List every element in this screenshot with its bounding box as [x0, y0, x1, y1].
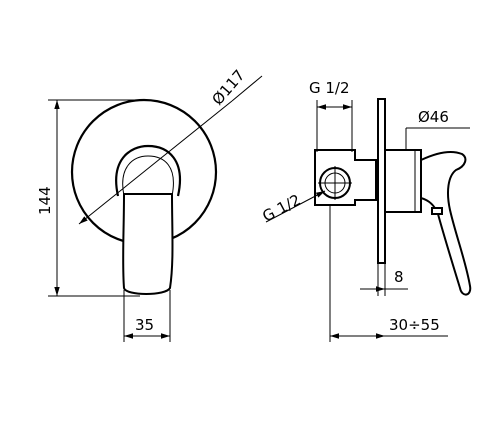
dim-g12-side-line — [265, 190, 326, 223]
dim-dia117-ext — [231, 75, 263, 102]
dim-dia46-label: Ø46 — [418, 108, 449, 126]
dim-8-label: 8 — [394, 268, 404, 286]
handle-ring-inner — [122, 155, 174, 197]
dim-dia117-line — [78, 100, 233, 225]
dim-g12-top-label: G 1/2 — [309, 79, 350, 97]
lever-side — [420, 151, 472, 296]
cartridge-cover — [384, 149, 422, 213]
front-view — [48, 75, 263, 342]
dim-3055-label: 30÷55 — [389, 316, 440, 334]
wall-plate — [377, 98, 386, 264]
handle-ring — [115, 144, 181, 197]
side-view — [265, 98, 472, 342]
lever-screw — [431, 207, 443, 215]
lever-handle — [122, 193, 174, 295]
dim-g12-side-label: G 1/2 — [259, 191, 303, 226]
dim-dia117-label: Ø117 — [208, 66, 248, 108]
dim-144-label: 144 — [36, 186, 54, 215]
dim-35-label: 35 — [135, 316, 154, 334]
